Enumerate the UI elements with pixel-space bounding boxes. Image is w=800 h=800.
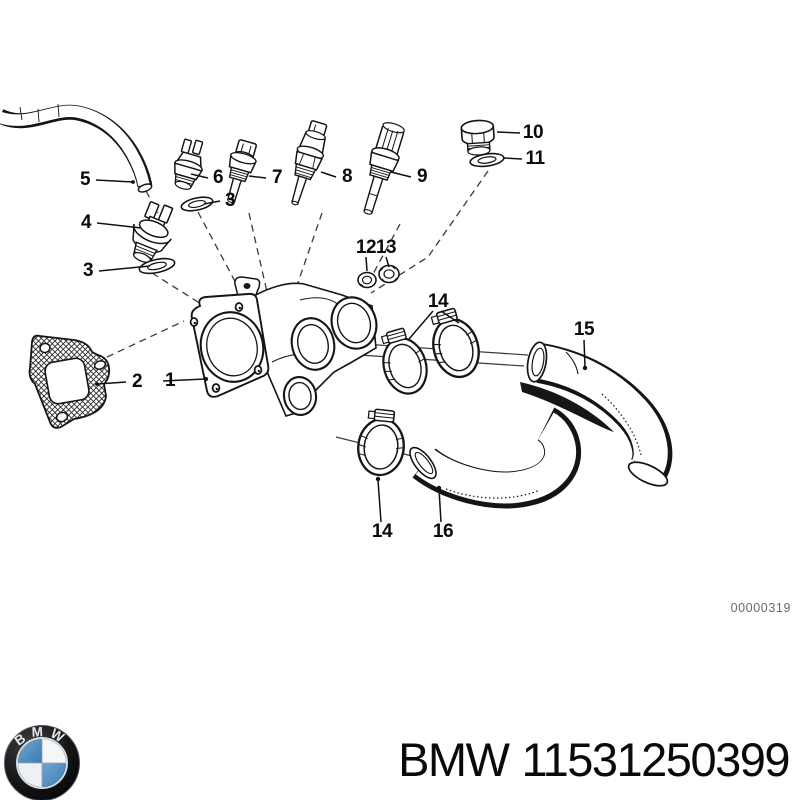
part-callout-10: 10 (522, 122, 544, 143)
hose-16-drawing (409, 407, 582, 509)
part-callout-1: 1 (164, 370, 176, 391)
part-callout-11: 11 (525, 148, 545, 169)
part-callout-3: 3 (82, 260, 94, 281)
logo-quadrant-blue (18, 739, 42, 763)
callout-leader-lines (95, 131, 588, 523)
part-callout-5: 5 (79, 169, 91, 190)
sensor-8-drawing (291, 120, 328, 206)
drawing-number: 00000319 (730, 601, 791, 615)
nut-13-drawing (378, 264, 400, 284)
part-callout-2: 2 (131, 371, 143, 392)
part-callout-13: 13 (375, 237, 397, 258)
part-callout-14: 14 (371, 521, 393, 542)
part-callout-8: 8 (341, 166, 353, 187)
sensor-9-drawing (363, 122, 405, 215)
bmw-logo: BMW (4, 724, 80, 800)
hose-5-drawing (0, 103, 153, 193)
exploded-parts-drawing (0, 103, 673, 523)
sensor-7-drawing (227, 139, 257, 204)
part-callout-15: 15 (573, 319, 595, 340)
plug-10-drawing (460, 119, 495, 156)
logo-quadrant-blue (42, 763, 66, 787)
lock-washer-12-drawing (357, 271, 377, 289)
sensor-6-drawing (174, 138, 204, 190)
washer-11-drawing (469, 152, 505, 168)
part-callout-4: 4 (80, 212, 92, 233)
sealing-ring-3b-drawing (180, 196, 214, 212)
part-callout-16: 16 (432, 521, 454, 542)
gasket-drawing (28, 334, 111, 429)
brand-text: BMW (398, 733, 510, 786)
part-callout-9: 9 (416, 166, 428, 187)
sealing-ring-3a-drawing (138, 257, 176, 275)
part-callout-7: 7 (271, 167, 283, 188)
hose-15-drawing (520, 341, 673, 487)
part-callout-6: 6 (212, 167, 224, 188)
bmw-roundel: BMW (4, 724, 80, 800)
thermostat-housing-drawing (189, 276, 378, 417)
part-callout-12: 12 (355, 237, 377, 258)
part-number-text: 11531250399 (521, 733, 790, 786)
part-callout-14: 14 (427, 291, 449, 312)
part-callout-3: 3 (224, 190, 236, 211)
sensor-4-drawing (132, 201, 174, 263)
